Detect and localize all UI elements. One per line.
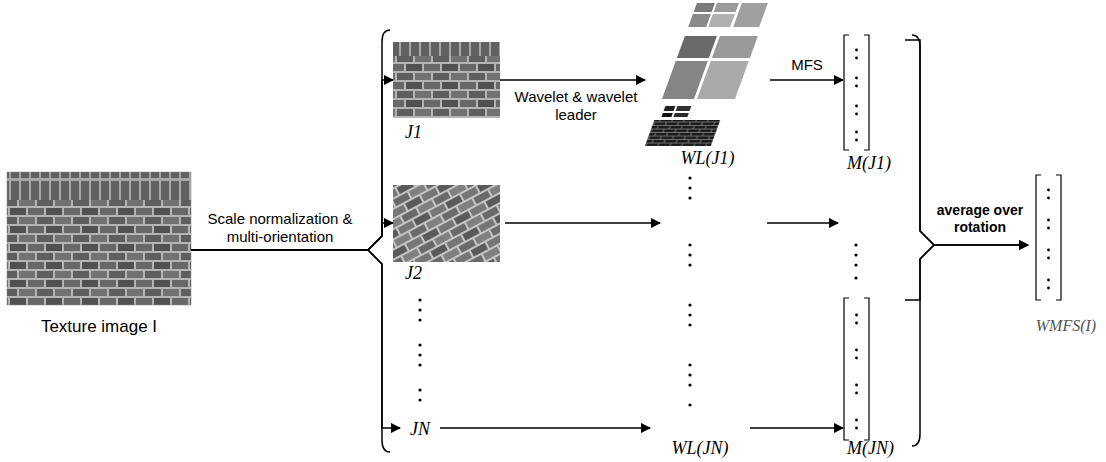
connector-arrow bbox=[191, 250, 400, 428]
connector-arrow bbox=[905, 245, 1028, 300]
vector-node: M(J1) bbox=[843, 35, 905, 175]
node-label: WL(J1) bbox=[681, 148, 735, 170]
vector-node: WMFS(I) bbox=[1028, 175, 1104, 335]
wavelet-pyramid bbox=[645, 3, 770, 146]
edge-label: average over rotation bbox=[934, 202, 1026, 236]
node-label: Texture image I bbox=[41, 317, 157, 337]
node-label: JN bbox=[410, 419, 430, 441]
connector-arrow bbox=[440, 427, 650, 429]
node-label: J1 bbox=[405, 122, 422, 144]
node-label: M(J1) bbox=[847, 153, 891, 175]
connector-arrow bbox=[750, 427, 843, 429]
elided-arrow bbox=[505, 222, 660, 224]
texture-photo bbox=[7, 172, 191, 305]
image-node: J1 bbox=[393, 42, 500, 144]
edge-label: MFS bbox=[776, 56, 838, 74]
node-label: J2 bbox=[405, 263, 422, 285]
connector-arrow bbox=[191, 80, 393, 250]
rotated-thumbnail bbox=[393, 185, 500, 262]
node-label: M(JN) bbox=[847, 438, 894, 460]
connector-arrow bbox=[770, 79, 843, 81]
curly-brace bbox=[368, 30, 390, 452]
curly-brace bbox=[912, 35, 934, 446]
image-node: J2 bbox=[393, 185, 500, 285]
node-label: WMFS(I) bbox=[1036, 316, 1096, 335]
texture-image: Texture image I bbox=[7, 172, 191, 337]
node-label: WL(JN) bbox=[672, 438, 729, 460]
texture-thumbnail bbox=[393, 42, 500, 118]
elided-arrow bbox=[767, 222, 838, 224]
wavelet-node: WL(JN) bbox=[650, 414, 750, 460]
edge-label: Scale normalization & multi-orientation bbox=[200, 210, 360, 246]
vector-node: M(JN) bbox=[843, 298, 905, 460]
feature-vector bbox=[844, 35, 1061, 440]
edge-label: Wavelet & wavelet leader bbox=[510, 88, 642, 124]
ellipsis-dots bbox=[418, 49, 1050, 430]
wavelet-node: WL(J1) bbox=[645, 0, 770, 170]
image-node: JN bbox=[400, 414, 440, 446]
connector-arrow bbox=[500, 79, 645, 81]
connector-arrow bbox=[905, 40, 1028, 245]
